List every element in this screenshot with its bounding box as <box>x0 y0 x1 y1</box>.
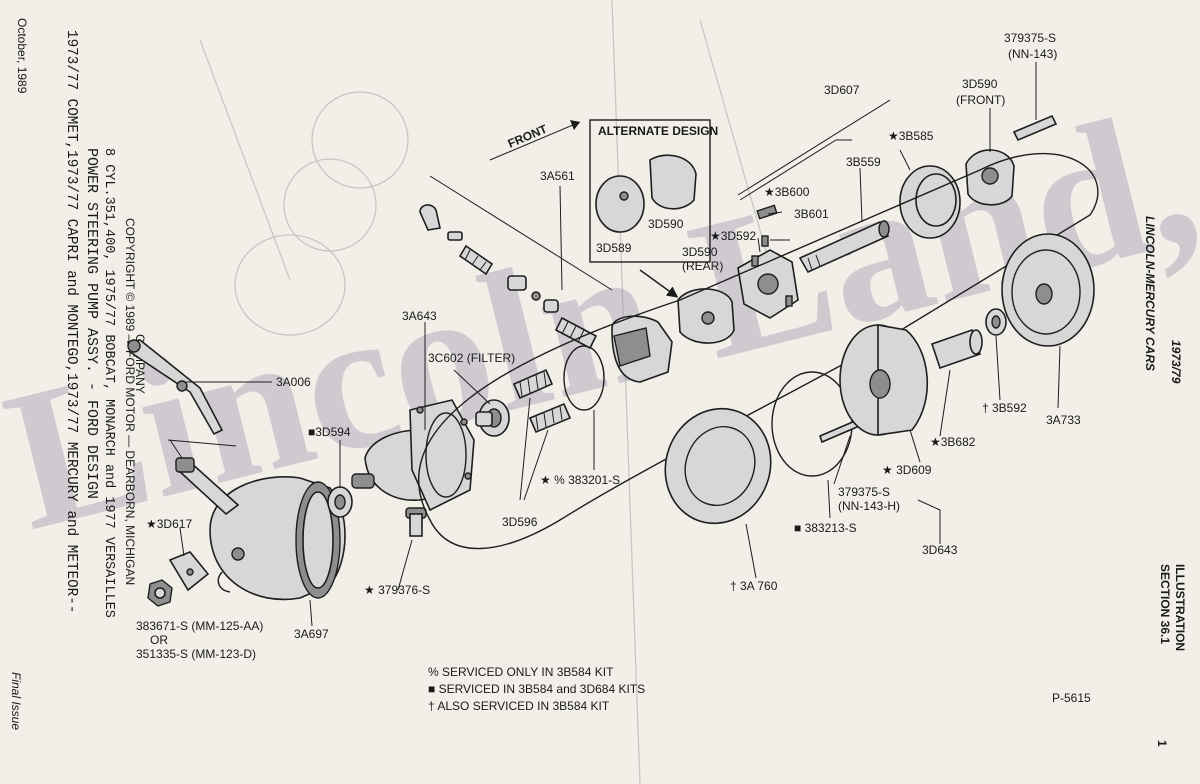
legend-line-1: % SERVICED ONLY IN 3B584 KIT <box>428 665 614 679</box>
part-379376-bolt <box>405 507 427 537</box>
assembly-enclosure <box>417 152 1099 550</box>
label-3b592: † 3B592 <box>982 401 1027 415</box>
right-header-block: 1973/79 LINCOLN-MERCURY CARS ILLUSTRATIO… <box>1143 216 1187 747</box>
label-3a697: 3A697 <box>294 627 329 641</box>
part-3a643-housing <box>351 399 475 512</box>
issue-date: October, 1989 <box>15 18 29 94</box>
label-3d592: ★3D592 <box>710 229 756 243</box>
left-title-block: October, 1989 1973/77 COMET,1973/77 CAPR… <box>9 18 147 730</box>
label-351335: 351335-S (MM-123-D) <box>136 647 256 661</box>
label-3b682: ★3B682 <box>930 435 976 449</box>
label-3b585: ★3B585 <box>888 129 934 143</box>
label-or: OR <box>150 633 168 647</box>
label-3b600: ★3B600 <box>764 185 810 199</box>
final-issue-label: Final Issue <box>9 672 23 730</box>
section-number: SECTION 36.1 <box>1158 564 1172 644</box>
label-3d590-rear: 3D590 <box>682 245 718 259</box>
label-3b559: 3B559 <box>846 155 881 169</box>
label-3a561: 3A561 <box>540 169 575 183</box>
label-nn143: (NN-143) <box>1008 47 1057 61</box>
label-3d617: ★3D617 <box>146 517 192 531</box>
label-3d607: 3D607 <box>824 83 860 97</box>
part-3d596-springs <box>512 368 572 434</box>
label-nn143-h: (NN-143-H) <box>838 499 900 513</box>
part-3b682-bushing <box>930 328 983 370</box>
section-title: ILLUSTRATION <box>1173 564 1187 651</box>
label-379375-h: 379375-S <box>838 485 890 499</box>
header-make: LINCOLN-MERCURY CARS <box>1143 216 1157 371</box>
label-379375: 379375-S <box>1004 31 1056 45</box>
part-labels: ALTERNATE DESIGN 3D589 3D590 3A006 ■3D59… <box>136 31 1091 705</box>
legend-line-3: † ALSO SERVICED IN 3B584 KIT <box>428 699 610 713</box>
service-legend: % SERVICED ONLY IN 3B584 KIT ■ SERVICED … <box>428 665 645 713</box>
title-line-1: 1973/77 COMET,1973/77 CAPRI and MONTEGO,… <box>63 30 79 613</box>
label-rear: (REAR) <box>682 259 723 273</box>
alt-design-part-a: 3D589 <box>596 241 632 255</box>
leader-lines <box>179 62 1061 627</box>
part-3a561-valve-set <box>419 204 598 350</box>
label-3b601: 3B601 <box>794 207 829 221</box>
header-years: 1973/79 <box>1169 340 1183 384</box>
copyright-line-1: COPYRIGHT © 1989 — FORD MOTOR — DEARBORN… <box>123 218 137 585</box>
part-3b600-vane <box>756 204 778 220</box>
label-3a643: 3A643 <box>402 309 437 323</box>
part-3a760-gasket <box>664 407 772 525</box>
label-3c602: 3C602 (FILTER) <box>428 351 515 365</box>
part-3b585-ring <box>899 165 961 239</box>
label-383201: ★ % 383201-S <box>540 473 620 487</box>
part-3a006-bracket <box>127 339 224 436</box>
title-line-2: POWER STEERING PUMP ASSY. - FORD DESIGN <box>83 148 100 499</box>
label-p5615: P-5615 <box>1052 691 1091 705</box>
part-3d607-rotor <box>737 249 799 319</box>
part-3b592-seal <box>985 308 1007 336</box>
show-through-lines <box>199 0 781 784</box>
label-3d596: 3D596 <box>502 515 538 529</box>
part-379375-pin <box>1012 114 1058 142</box>
part-3d594-washer <box>327 486 353 518</box>
label-3d609: ★ 3D609 <box>882 463 932 477</box>
part-3d590-front-plate <box>965 149 1015 206</box>
part-3d643-housing <box>839 324 929 436</box>
part-3a697-reservoir <box>175 457 346 601</box>
label-3d643: 3D643 <box>922 543 958 557</box>
part-3d590-rear-plate <box>677 288 735 344</box>
part-3b559-shaft <box>798 220 890 274</box>
part-pump-cover <box>611 315 673 383</box>
label-383213: ■ 383213-S <box>794 521 857 535</box>
legend-line-2: ■ SERVICED IN 3B584 and 3D684 KITS <box>428 682 645 696</box>
alt-design-title: ALTERNATE DESIGN <box>598 124 718 138</box>
front-direction-arrow: FRONT <box>489 120 581 161</box>
alt-design-part-b: 3D590 <box>648 217 684 231</box>
label-3a733: 3A733 <box>1046 413 1081 427</box>
label-379376: ★ 379376-S <box>364 583 430 597</box>
part-3b601-pin <box>761 235 769 247</box>
label-383671: 383671-S (MM-125-AA) <box>136 619 263 633</box>
page-number: 1 <box>1155 740 1169 747</box>
label-front: (FRONT) <box>956 93 1005 107</box>
label-3d594: ■3D594 <box>308 425 351 439</box>
part-383201-oring <box>563 345 605 411</box>
alternate-design-box <box>589 119 711 263</box>
label-3d590-front: 3D590 <box>962 77 998 91</box>
label-3a760: † 3A 760 <box>730 579 778 593</box>
title-line-3: 8 CYL.351,400, 1975/77 BOBCAT, MONARCH a… <box>101 148 116 618</box>
part-3c602-filter <box>475 399 510 437</box>
part-3a733-pulley <box>1001 233 1095 347</box>
front-arrow-label: FRONT <box>506 121 550 150</box>
label-3a006: 3A006 <box>276 375 311 389</box>
